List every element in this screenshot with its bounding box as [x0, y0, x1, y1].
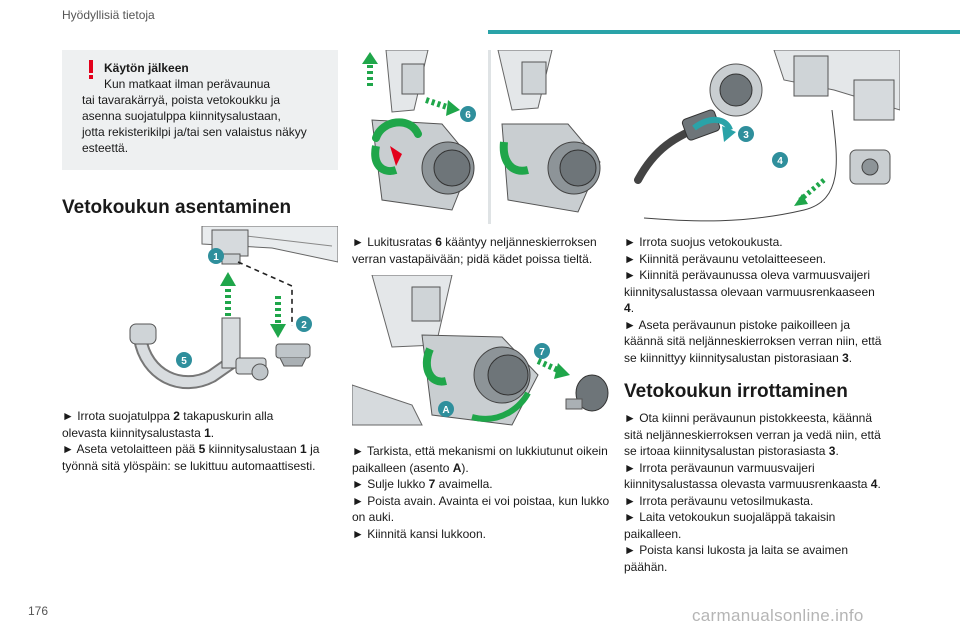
notice-line: jotta rekisterikilpi ja/tai sen valaistu… [82, 125, 307, 139]
figure-socket-cable: 3 4 [634, 50, 900, 222]
step-line: paikalleen. [624, 526, 682, 541]
watermark: carmanualsonline.info [692, 606, 864, 625]
figure-label: 1 [213, 252, 219, 263]
step-line: ► Kiinnitä perävaunussa oleva varmuusvai… [624, 268, 870, 282]
step-line: kiinnitysalustassa olevaan varmuusrenkaa… [624, 284, 875, 299]
figure-label: 2 [301, 320, 307, 331]
step-line: ► Lukitusratas 6 kääntyy neljänneskierro… [352, 235, 597, 249]
column-right: 3 4 ► Irrota suojus vetokoukusta. ► Kiin… [624, 50, 900, 575]
section-title-install: Vetokoukun asentaminen [62, 197, 292, 218]
header-accent-bar [488, 30, 960, 34]
column-middle: 6 ► Lukitusratas 6 kääntyy neljänneskier… [352, 50, 612, 542]
warning-icon [86, 60, 96, 80]
step-line: ► Irrota perävaunun varmuusvaijeri [624, 460, 815, 475]
notice-title: Käytön jälkeen [104, 61, 189, 75]
figure-label: 4 [777, 156, 783, 167]
step-line: ► Irrota suojatulppa 2 takapuskurin alla [62, 409, 274, 423]
step-line: ► Poista avain. Avainta ei voi poistaa, … [352, 493, 610, 508]
step-line: ► Sulje lukko 7 avaimella. [352, 477, 493, 491]
notice-line: asenna suojatulppa kiinnitysalustaan, [82, 109, 281, 123]
notice-line: esteettä. [82, 141, 129, 155]
step-line: on auki. [352, 510, 395, 524]
step-line: ► Kiinnitä perävaunu vetolaitteeseen. [624, 251, 827, 266]
figure-locking-wheel: 6 [352, 50, 601, 224]
step-line: kiinnitysalustassa olevasta varmuusrenka… [624, 477, 881, 491]
notice-line: Kun matkaat ilman perävaunua [104, 77, 271, 91]
figure-label: 3 [743, 130, 749, 141]
figure-towbar-insert: 1 2 5 [120, 226, 338, 398]
step-line: ► Laita vetokoukun suojaläppä takaisin [624, 510, 836, 524]
steps-remove: ► Ota kiinni perävaunun pistokkeesta, kä… [624, 410, 900, 575]
step-line: ► Irrota suojus vetokoukusta. [624, 235, 783, 249]
notice-line: tai tavarakärryä, poista vetokoukku ja [82, 93, 281, 107]
figure-label: A [442, 405, 449, 416]
step-line: ► Poista kansi lukosta ja laita se avaim… [624, 543, 848, 557]
steps-lock-wheel: ► Lukitusratas 6 kääntyy neljänneskierro… [352, 234, 612, 267]
step-line: verran vastapäivään; pidä kädet poissa t… [352, 251, 593, 266]
figure-label: 6 [465, 110, 471, 121]
running-header: Hyödyllisiä tietoja [62, 8, 155, 22]
step-line: ► Irrota perävaunu vetosilmukasta. [624, 493, 814, 508]
figure-label: 5 [181, 356, 187, 367]
page-number: 176 [28, 604, 49, 618]
step-line: ► Ota kiinni perävaunun pistokkeesta, kä… [624, 411, 873, 425]
notice-box: Käytön jälkeen Kun matkaat ilman perävau… [62, 50, 338, 170]
step-line: ► Aseta perävaunun pistoke paikoilleen j… [624, 317, 851, 332]
steps-connect: ► Irrota suojus vetokoukusta. ► Kiinnitä… [624, 234, 900, 366]
step-line: ► Kiinnitä kansi lukkoon. [352, 526, 486, 541]
step-line: olevasta kiinnitysalustasta 1. [62, 425, 215, 440]
step-line: se irtoaa kiinnitysalustan pistorasiasta… [624, 444, 839, 458]
step-line: käännä sitä neljänneskierroksen verran n… [624, 334, 882, 348]
column-left: Käytön jälkeen Kun matkaat ilman perävau… [62, 50, 338, 474]
step-line: se kiinnittyy kiinnitysalustan pistorasi… [624, 350, 853, 365]
step-line: paikalleen (asento A). [352, 460, 469, 475]
steps-lock: ► Tarkista, että mekanismi on lukkiutunu… [352, 443, 612, 542]
section-title-remove: Vetokoukun irrottaminen [624, 381, 848, 402]
step-line: 4. [624, 301, 635, 315]
figure-label: 7 [539, 347, 545, 358]
step-line: päähän. [624, 559, 668, 574]
step-line: ► Aseta vetolaitteen pää 5 kiinnitysalus… [62, 442, 320, 456]
step-line: työnnä sitä ylöspäin: se lukittuu automa… [62, 458, 316, 473]
step-line: ► Tarkista, että mekanismi on lukkiutunu… [352, 444, 608, 458]
steps-install: ► Irrota suojatulppa 2 takapuskurin alla… [62, 408, 338, 474]
step-line: sitä neljänneskierroksen verran ja vedä … [624, 427, 881, 442]
figure-lock-cover: 7 A [352, 275, 609, 426]
